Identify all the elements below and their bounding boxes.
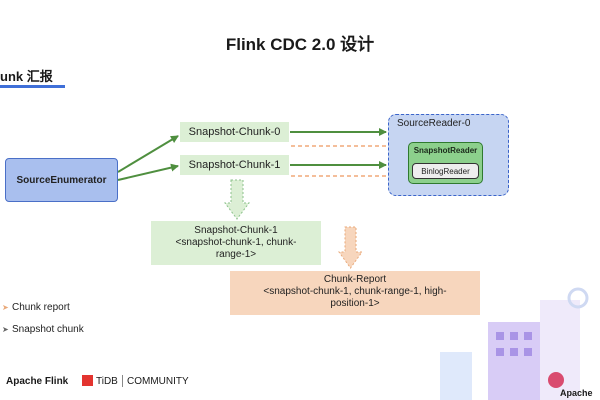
footer-apache-right: Apache bbox=[560, 388, 593, 398]
section-underline bbox=[0, 85, 65, 88]
chunk-report-legend-icon: ➤ bbox=[2, 303, 9, 312]
arrow-enum-to-chunk-0 bbox=[117, 135, 179, 173]
background-city-graphic bbox=[440, 287, 589, 400]
tidb-logo-icon bbox=[82, 375, 93, 386]
chunk-report-box: Chunk-Report <snapshot-chunk-1, chunk-ra… bbox=[230, 271, 480, 315]
arrow-enum-to-chunk-1 bbox=[117, 163, 179, 181]
legend-chunk-report: Chunk report bbox=[12, 302, 70, 313]
source-reader-title: SourceReader-0 bbox=[397, 118, 471, 129]
footer-apache-flink: Apache Flink bbox=[6, 376, 69, 387]
footer-tidb: TiDB bbox=[96, 376, 118, 387]
flink-squirrel-logo-icon bbox=[548, 372, 564, 388]
source-enumerator-box: SourceEnumerator bbox=[5, 158, 118, 202]
page-title: Flink CDC 2.0 设计 bbox=[225, 35, 375, 54]
split-box-line-2: <snapshot-chunk-1, chunk- bbox=[175, 237, 297, 248]
report-box-line-2: <snapshot-chunk-1, chunk-range-1, high- bbox=[263, 286, 447, 297]
report-box-line-3: position-1> bbox=[330, 298, 380, 309]
snapshot-reader-label: SnapshotReader bbox=[413, 146, 478, 155]
snapshot-chunk-1-label: Snapshot-Chunk-1 bbox=[180, 155, 289, 175]
snapshot-chunk-legend-icon: ➤ bbox=[2, 325, 9, 334]
legend-snapshot-chunk: Snapshot chunk bbox=[12, 324, 84, 335]
down-arrow-snapshot-chunk bbox=[224, 179, 250, 220]
report-box-line-1: Chunk-Report bbox=[323, 274, 387, 285]
binlog-reader-box: BinlogReader bbox=[412, 163, 479, 179]
snapshot-chunk-0-label: Snapshot-Chunk-0 bbox=[180, 122, 289, 142]
section-heading: unk 汇报 bbox=[0, 69, 53, 84]
snapshot-split-box: Snapshot-Chunk-1 <snapshot-chunk-1, chun… bbox=[151, 221, 321, 265]
split-box-line-3: range-1> bbox=[215, 249, 257, 260]
footer-separator bbox=[122, 375, 123, 387]
split-box-line-1: Snapshot-Chunk-1 bbox=[194, 225, 278, 236]
down-arrow-chunk-report bbox=[338, 226, 363, 269]
footer-community: COMMUNITY bbox=[127, 376, 189, 387]
